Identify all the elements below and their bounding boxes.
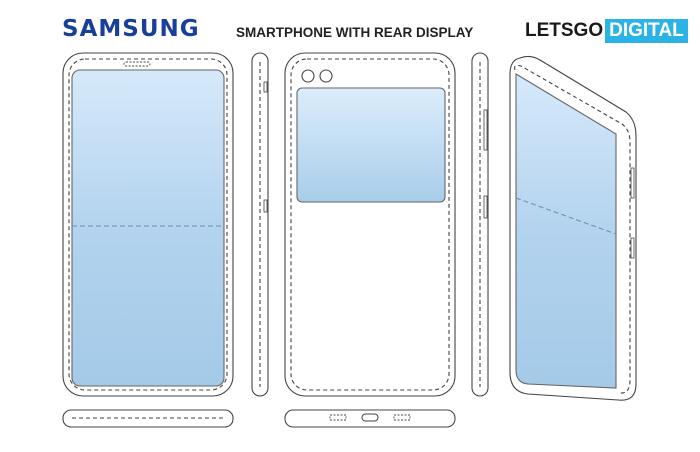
page-title: SMARTPHONE WITH REAR DISPLAY [236,25,474,40]
left-side-view [251,52,269,397]
speaker-grille-right [393,414,411,421]
samsung-logo: SAMSUNG [62,16,200,42]
right-side-view [471,52,489,397]
perspective-view-phone [509,55,637,401]
front-screen [71,69,225,387]
rear-bottom-view [284,409,456,428]
brand-letsgo: LETSGO [525,20,604,41]
rear-display [296,87,446,203]
front-bottom-view [62,409,234,428]
front-earpiece [123,61,151,67]
perspective-screen [515,73,617,389]
rear-view-phone [284,52,456,397]
speaker-grille-left [329,414,347,421]
brand-digital: DIGITAL [605,19,688,43]
front-view-phone [62,52,234,397]
rear-camera-1 [301,69,315,83]
letsgodigital-logo: LETSGO DIGITAL [525,18,688,44]
rear-camera-2 [319,69,333,83]
usb-port [361,413,379,422]
